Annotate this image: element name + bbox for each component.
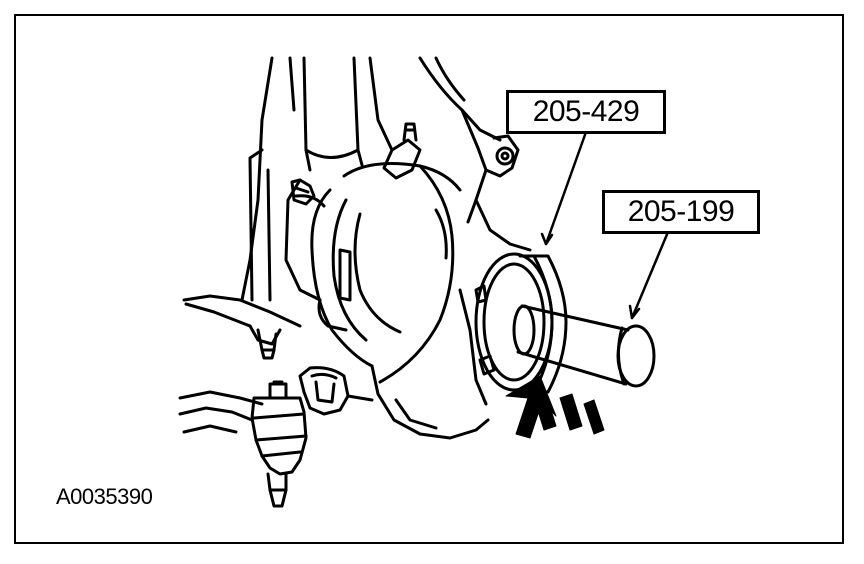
figure-id: A0035390 [56,484,153,509]
tool-205-429-ring [474,252,568,394]
tool-205-199-installer [512,304,656,388]
leader-205-199 [630,230,670,320]
strut-assembly [182,56,394,360]
lower-control-arm [178,366,374,508]
tool-callout-205-199: 205-199 [602,190,760,234]
tool-callout-205-429: 205-429 [506,90,666,134]
leader-205-429 [544,130,588,246]
wheel-knuckle [284,56,532,440]
figure-frame [14,14,844,544]
callout-leaders [540,130,670,320]
triple-arrow-icon [505,375,605,439]
